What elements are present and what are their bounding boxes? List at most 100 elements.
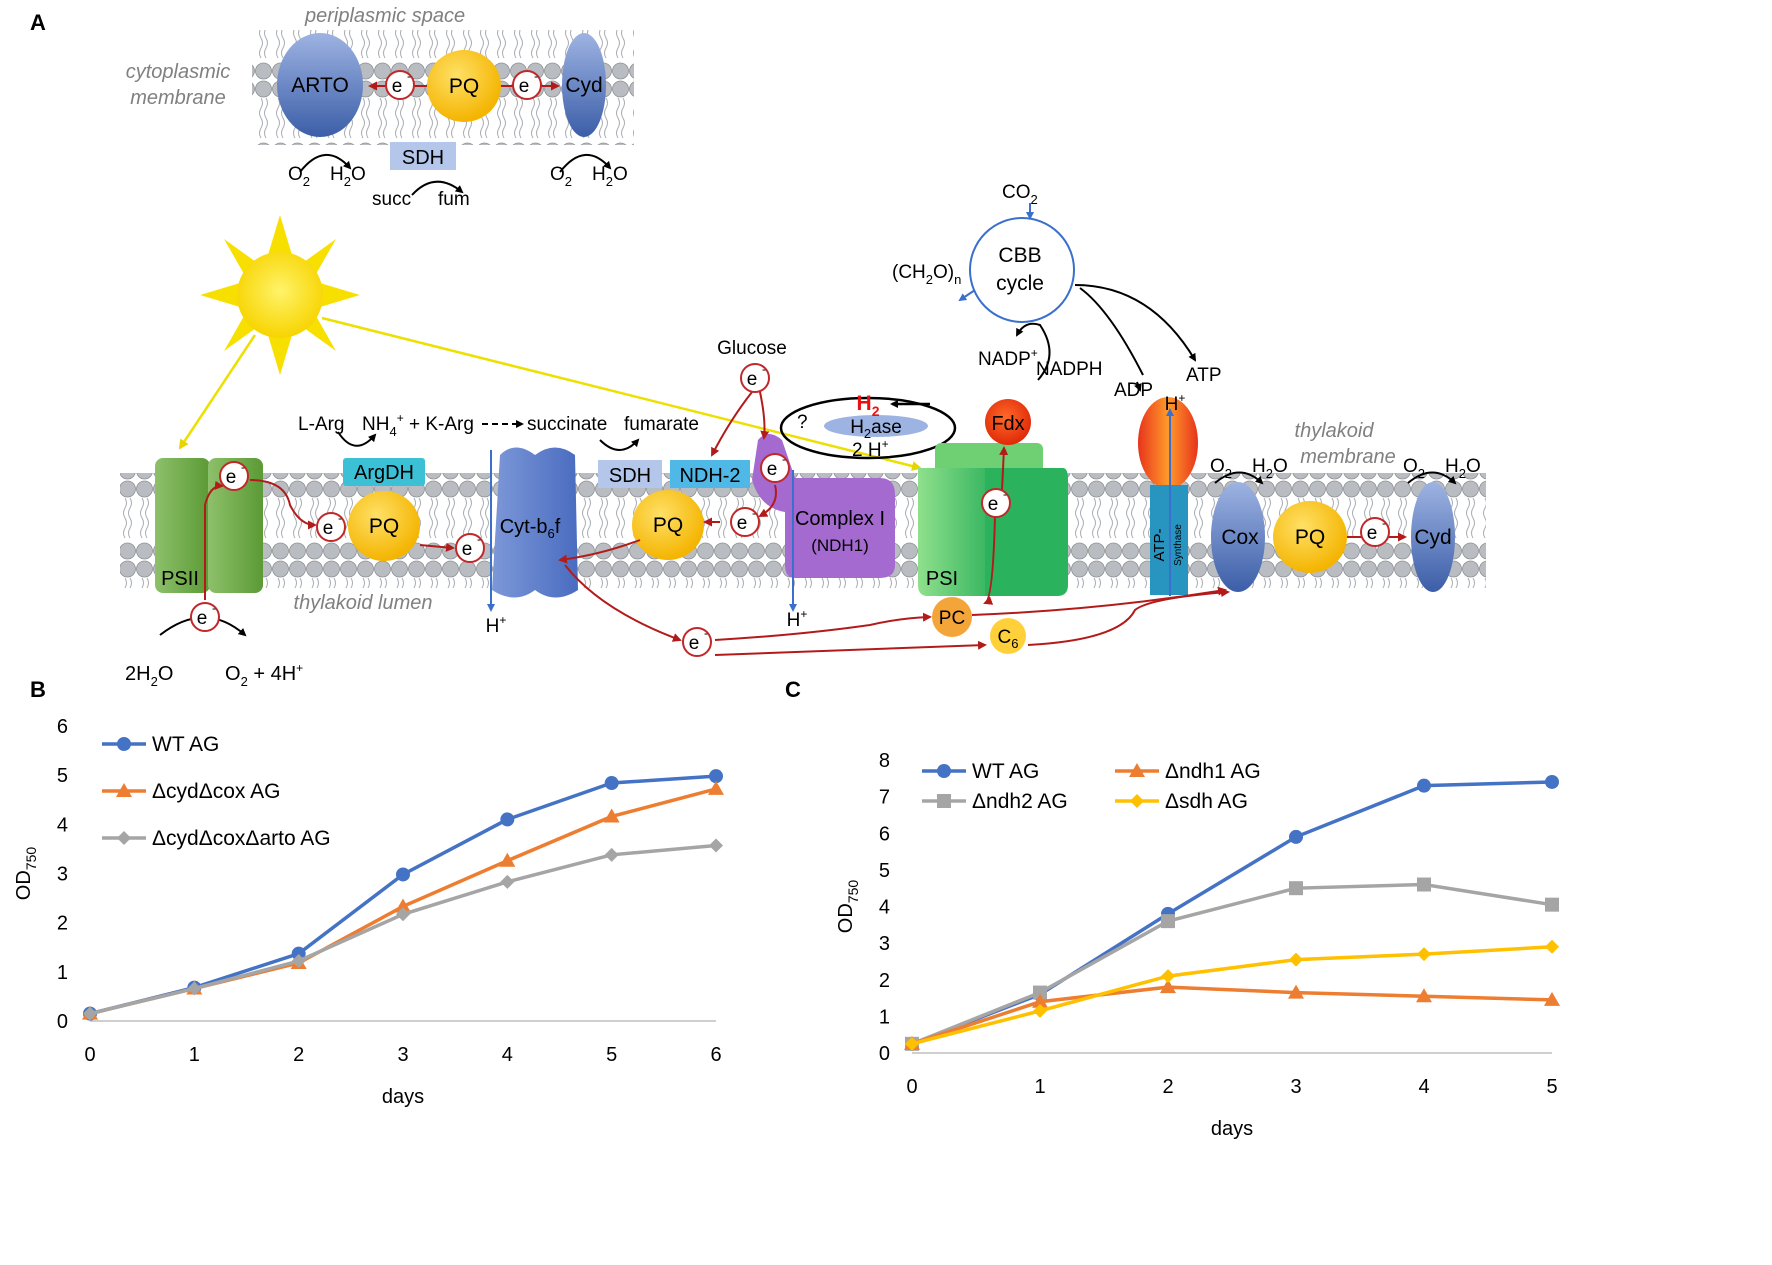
svg-text:-: - xyxy=(241,460,245,474)
chart-c-series-line xyxy=(911,985,1553,1046)
svg-text:-: - xyxy=(407,69,411,83)
h2o-label-1: H2O xyxy=(330,164,366,189)
chart-c-data-point xyxy=(1416,988,1432,1003)
pc-label: PC xyxy=(939,608,965,629)
chart-b-x-tick-label: 6 xyxy=(710,1044,721,1066)
chart-c-data-point xyxy=(1161,969,1175,984)
cyd-right xyxy=(1411,482,1455,592)
glucose-label: Glucose xyxy=(717,338,787,359)
co2-label: CO2 xyxy=(1002,182,1038,207)
sun-icon xyxy=(200,215,360,375)
c6-label: C6 xyxy=(998,627,1019,651)
chart-c-legend-marker xyxy=(937,764,951,778)
psii-complex: PSII xyxy=(155,458,263,593)
chart-c-data-point xyxy=(1545,939,1559,954)
chart-c-x-tick-label: 2 xyxy=(1162,1076,1173,1098)
svg-text:ATP-: ATP- xyxy=(1151,528,1168,561)
svg-text:Synthase: Synthase xyxy=(1173,524,1184,566)
thylakoid-lumen-label: thylakoid lumen xyxy=(294,592,433,614)
chart-b-y-tick-label: 1 xyxy=(57,962,68,984)
h2-product-label: H2 xyxy=(857,392,880,419)
chart-c-data-point xyxy=(1545,897,1559,912)
electron-psii-top: e- xyxy=(219,460,249,491)
svg-text:-: - xyxy=(762,362,766,376)
cytoplasmic-label: cytoplasmic xyxy=(126,61,230,83)
periplasmic-space-label: periplasmic space xyxy=(304,5,465,27)
cyd-top xyxy=(562,33,606,137)
sdh-top-label: SDH xyxy=(402,147,444,169)
h2o-cyd-label: H2O xyxy=(1445,456,1481,481)
pq-left xyxy=(348,491,420,561)
electron-psi: e- xyxy=(981,487,1011,518)
svg-text:-: - xyxy=(534,69,538,83)
psii-label: PSII xyxy=(161,568,199,590)
chart-b-data-point xyxy=(500,812,515,827)
psi-complex: PSI xyxy=(918,443,1068,596)
electron-to-pq: e- xyxy=(316,511,346,542)
chart-c-y-axis-label: OD750 xyxy=(835,880,861,934)
pq-left-label: PQ xyxy=(369,515,399,538)
o2-4h-label: O2 + 4H+ xyxy=(225,661,303,689)
panel-b-label: B xyxy=(30,677,46,702)
fdx-protein xyxy=(985,399,1031,445)
ch2o-label: (CH2O)n xyxy=(892,262,961,287)
chart-b-data-point xyxy=(603,808,620,823)
svg-text:e: e xyxy=(197,608,208,629)
electron-complex1-to-pq: e- xyxy=(730,506,760,537)
chart-c-y-tick-label: 0 xyxy=(879,1043,890,1065)
chart-b-y-tick-label: 3 xyxy=(57,864,68,886)
pq-middle xyxy=(632,490,704,560)
chart-c-data-point xyxy=(1032,993,1048,1008)
arto-label: ARTO xyxy=(291,74,349,97)
svg-text:e: e xyxy=(323,518,334,539)
ndh2-enzyme xyxy=(670,460,750,488)
pq-right xyxy=(1273,501,1347,573)
h2ase-enzyme xyxy=(824,415,928,437)
chart-c-data-point xyxy=(905,1036,919,1051)
chart-b-y-tick-label: 0 xyxy=(57,1011,68,1033)
chart-b-legend-label: WT AG xyxy=(152,733,219,756)
chart-c-data-point xyxy=(1417,877,1431,892)
cytb6f-complex: Cyt-b6f xyxy=(492,447,578,598)
h2ase-cycle xyxy=(779,396,957,460)
chart-c-data-point xyxy=(1417,947,1431,962)
chart-b-y-tick-label: 6 xyxy=(57,716,68,738)
svg-text:e: e xyxy=(689,633,700,654)
nh4-karg-label: NH4+ + K-Arg xyxy=(362,411,474,439)
chart-c-data-point xyxy=(1545,774,1559,789)
chart-b-legend-marker xyxy=(117,831,131,845)
svg-text:e: e xyxy=(226,467,237,488)
chart-b-data-point xyxy=(187,981,202,996)
two-hplus-label: 2 H+ xyxy=(852,437,889,461)
chart-b-legend-marker xyxy=(117,737,131,751)
chart-b-series-2 xyxy=(83,838,723,1021)
chart-b-data-point xyxy=(396,867,410,882)
electron-complex1: e- xyxy=(760,452,790,483)
cyd-right-label: Cyd xyxy=(1414,526,1451,549)
chart-c-legend-item: WT AG xyxy=(922,760,1039,783)
ndh1-label: (NDH1) xyxy=(811,536,869,555)
svg-text:e: e xyxy=(519,76,530,97)
electron-top-left: e - xyxy=(385,69,415,100)
chart-c-data-point xyxy=(1033,985,1047,1000)
o2-cyd-label: O2 xyxy=(1403,456,1425,481)
svg-text:e: e xyxy=(737,513,748,534)
svg-text:e: e xyxy=(1367,523,1378,544)
chart-c-y-tick-label: 6 xyxy=(879,823,890,845)
chart-b-legend-label: ΔcydΔcoxΔarto AG xyxy=(152,827,331,850)
sdh-main xyxy=(598,460,662,488)
svg-text:e: e xyxy=(462,539,473,560)
panel-c-label: C xyxy=(785,677,801,702)
cytoplasmic-membrane-label: membrane xyxy=(130,87,226,109)
complex-i-label: Complex I xyxy=(795,508,885,530)
fum-label: fum xyxy=(438,189,470,210)
chart-c-y-tick-label: 2 xyxy=(879,970,890,992)
chart-c-data-point xyxy=(1160,979,1176,994)
question-label: ? xyxy=(797,412,808,433)
chart-c-x-tick-label: 5 xyxy=(1546,1076,1557,1098)
chart-c-series-2 xyxy=(904,979,1560,1050)
chart-c-y-tick-label: 4 xyxy=(879,897,890,919)
chart-b-data-point xyxy=(500,874,515,889)
chart-c-legend-marker xyxy=(1130,794,1144,808)
